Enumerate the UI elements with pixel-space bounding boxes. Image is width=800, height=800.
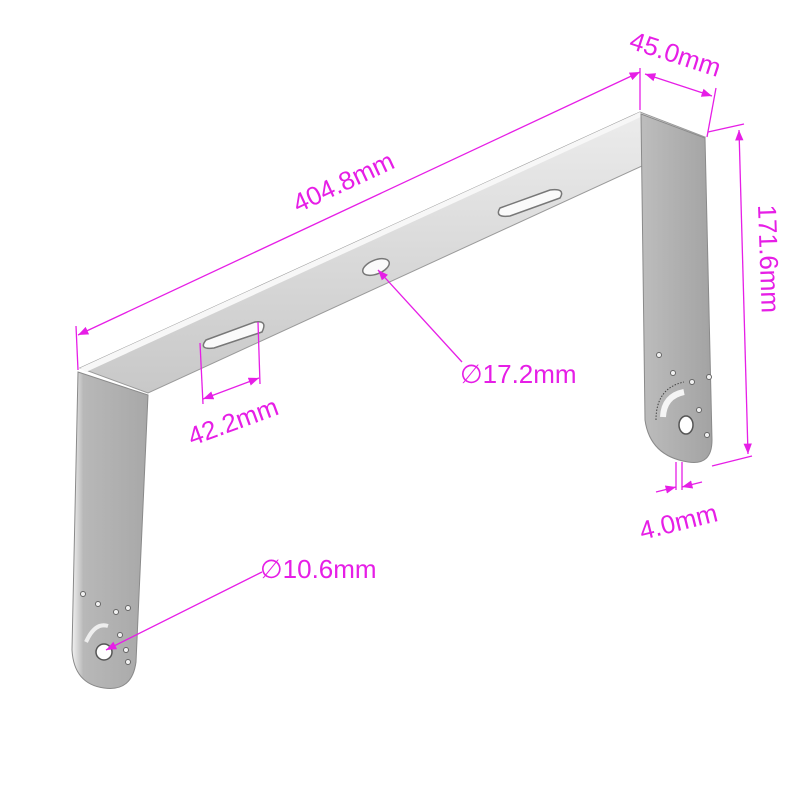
left-arm bbox=[71, 371, 149, 689]
thickness-label: 4.0mm bbox=[636, 497, 720, 545]
pivot-hole-leader bbox=[105, 571, 263, 651]
top-plate bbox=[78, 111, 707, 394]
center-hole-leader bbox=[377, 269, 463, 363]
slot-dimension bbox=[199, 321, 261, 405]
width-label: 45.0mm bbox=[626, 25, 725, 83]
angle-dial bbox=[655, 381, 685, 421]
right-arm bbox=[640, 113, 713, 464]
pivot-hole-label: ∅10.6mm bbox=[260, 554, 377, 584]
height-label: 171.6mm bbox=[752, 204, 786, 313]
right-arm-holes bbox=[656, 352, 712, 438]
length-dimension bbox=[75, 68, 641, 371]
center-hole-label: ∅17.2mm bbox=[460, 359, 577, 389]
thickness-dimension bbox=[655, 462, 703, 494]
length-label: 404.8mm bbox=[288, 145, 399, 218]
height-dimension bbox=[707, 123, 753, 467]
width-dimension bbox=[644, 73, 717, 138]
left-arm-holes bbox=[80, 591, 131, 665]
slot-length-label: 42.2mm bbox=[184, 391, 283, 451]
